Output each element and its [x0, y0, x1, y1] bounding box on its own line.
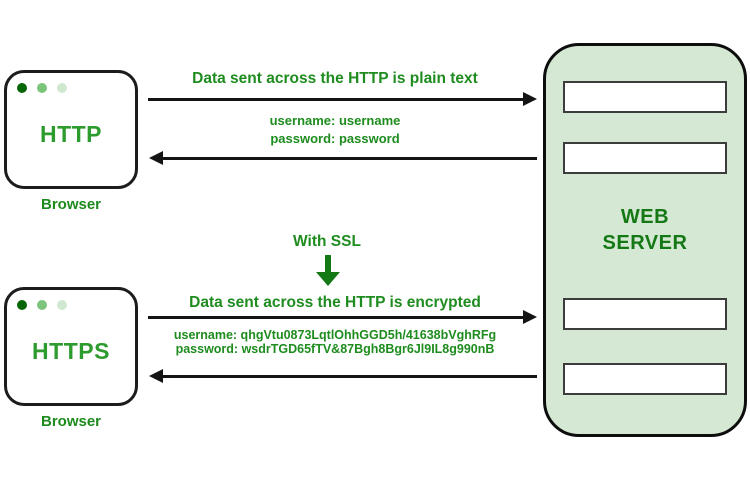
server-slot	[563, 142, 727, 174]
window-dot-icon	[57, 83, 67, 93]
arrow-left-icon	[149, 151, 537, 165]
window-controls	[17, 83, 135, 93]
arrow-down-icon	[315, 255, 341, 286]
https-request-title: Data sent across the HTTP is encrypted	[189, 294, 481, 311]
server-slot	[563, 363, 727, 395]
window-dot-icon	[17, 300, 27, 310]
web-server-box: WEB SERVER	[543, 43, 747, 437]
server-slot	[563, 298, 727, 330]
arrow-right-icon	[148, 310, 537, 324]
http-protocol-label: HTTP	[39, 121, 103, 147]
arrow-right-icon	[148, 92, 537, 106]
window-dot-icon	[37, 83, 47, 93]
encrypted-credentials: username: qhgVtu0873LqtlOhhGGD5h/41638bV…	[140, 328, 530, 356]
https-protocol-label: HTTPS	[32, 338, 110, 364]
window-dot-icon	[37, 300, 47, 310]
arrow-shaft	[148, 315, 526, 319]
server-slot	[563, 81, 727, 113]
web-server-label-line1: WEB	[620, 206, 670, 228]
web-server-label: WEB SERVER	[546, 204, 744, 256]
arrow-left-icon	[149, 369, 537, 383]
http-browser-window: HTTP	[4, 70, 138, 189]
arrow-head	[316, 272, 340, 286]
plain-password-line: password: password	[270, 131, 400, 146]
http-browser-caption: Browser	[40, 196, 102, 213]
arrow-shaft	[160, 374, 537, 378]
arrow-head	[149, 151, 163, 165]
https-browser-caption: Browser	[40, 413, 102, 430]
web-server-label-line2: SERVER	[602, 232, 688, 254]
encrypted-password-line: password: wsdrTGD65fTV&87Bgh8Bgr6Jl9IL8g…	[175, 341, 495, 356]
window-controls	[17, 300, 135, 310]
arrow-shaft	[325, 255, 331, 273]
arrow-head	[523, 92, 537, 106]
http-request-title: Data sent across the HTTP is plain text	[192, 70, 478, 87]
encrypted-username-line: username: qhgVtu0873LqtlOhhGGD5h/41638bV…	[173, 328, 497, 342]
window-dot-icon	[17, 83, 27, 93]
arrow-head	[523, 310, 537, 324]
window-dot-icon	[57, 300, 67, 310]
arrow-shaft	[160, 156, 537, 160]
plain-credentials: username: username password: password	[140, 112, 530, 148]
with-ssl-note: With SSL	[293, 233, 361, 250]
arrow-shaft	[148, 97, 526, 101]
arrow-head	[149, 369, 163, 383]
https-browser-window: HTTPS	[4, 287, 138, 406]
plain-username-line: username: username	[269, 113, 401, 128]
